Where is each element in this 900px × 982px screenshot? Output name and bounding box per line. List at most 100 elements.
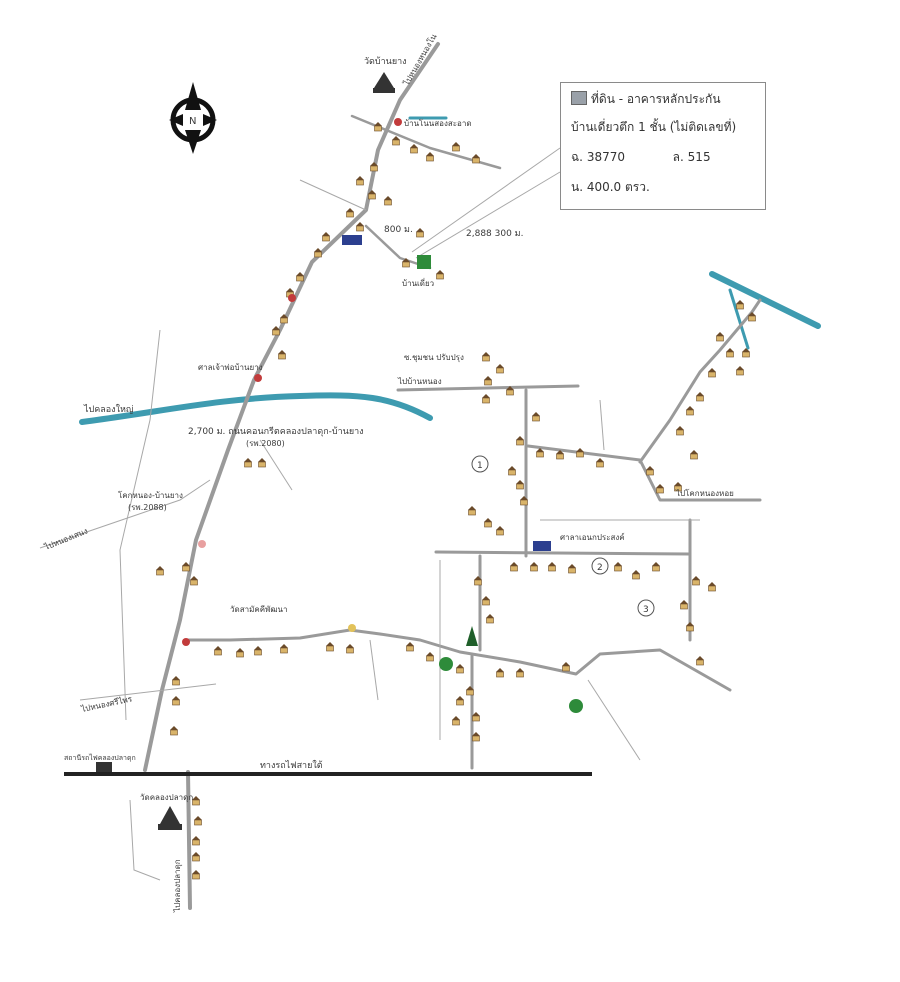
house-icon <box>614 562 622 572</box>
house-icon <box>280 644 288 654</box>
house-icon <box>192 796 200 806</box>
marker-yellow-icon <box>348 624 356 632</box>
label-road-note: 2,700 ม. ถนนคอนกรีตคลองปลาดุก-บ้านยาง <box>188 426 364 437</box>
house-icon <box>556 450 564 460</box>
house-icon <box>532 412 540 422</box>
label-temple-top: วัดบ้านยาง <box>364 56 407 67</box>
circle-number-3: 3 <box>637 599 655 617</box>
label-market: ศาลาเอนกประสงค์ <box>560 532 625 542</box>
house-icon <box>410 144 418 154</box>
label-shrine: ศาลเจ้าพ่อบ้านยาง <box>198 363 263 372</box>
house-icon <box>192 836 200 846</box>
thin-road-3 <box>79 683 217 701</box>
house-icon <box>172 676 180 686</box>
house-icon <box>194 816 202 826</box>
house-icon <box>696 392 704 402</box>
legend-swatch <box>571 91 587 105</box>
house-icon <box>484 376 492 386</box>
label-dist-800: 800 ม. <box>384 225 413 235</box>
thin-road-1 <box>119 329 161 721</box>
thin-road-8 <box>599 399 605 451</box>
house-icon <box>356 222 364 232</box>
house-icon <box>646 466 654 476</box>
house-icon <box>172 696 180 706</box>
road-mid-east <box>184 628 732 692</box>
legend-parcel-number: 515 <box>687 150 711 164</box>
house-icon <box>456 664 464 674</box>
label-road-note2: (รพ.2080) <box>246 439 285 448</box>
house-icon <box>482 394 490 404</box>
svg-text:1: 1 <box>477 461 483 471</box>
house-icon <box>280 314 288 324</box>
house-icon <box>674 482 682 492</box>
thin-road-2 <box>39 479 211 549</box>
school-blue-icon <box>342 235 362 245</box>
marker-red-2-icon <box>288 294 296 302</box>
house-icon <box>496 364 504 374</box>
road-east <box>526 444 762 502</box>
main-road <box>143 42 440 772</box>
legend-box: ที่ดิน - อาคารหลักประกัน บ้านเดี่ยวตึก 1… <box>560 82 766 210</box>
house-icon <box>472 732 480 742</box>
thin-road-4 <box>299 179 367 211</box>
house-icon <box>156 566 164 576</box>
house-icon <box>322 232 330 242</box>
canal-ne-branch <box>728 288 750 350</box>
house-icon <box>516 480 524 490</box>
house-icon <box>456 696 464 706</box>
label-station: สถานีรถไฟคลองปลาดุก <box>64 753 136 762</box>
thin-road-10 <box>369 639 379 701</box>
house-icon <box>486 614 494 624</box>
leader-line-1 <box>411 147 561 253</box>
subject-property-icon <box>417 255 431 269</box>
label-school-mid: วัดสามัคคีพัฒนา <box>230 605 288 614</box>
house-icon <box>748 312 756 322</box>
house-icon <box>726 348 734 358</box>
house-icon <box>254 646 262 656</box>
house-icon <box>192 870 200 880</box>
thin-road-9 <box>587 679 641 761</box>
legend-area: น. 400.0 ตรว. <box>571 180 650 194</box>
houses-layer <box>156 122 756 880</box>
house-icon <box>506 386 514 396</box>
green-landmark-2-icon <box>569 699 583 713</box>
house-icon <box>742 348 750 358</box>
house-icon <box>346 644 354 654</box>
house-icon <box>244 458 252 468</box>
house-icon <box>510 562 518 572</box>
temple-top-icon <box>373 72 395 93</box>
house-icon <box>426 152 434 162</box>
road-northeast-loop <box>638 298 762 464</box>
house-icon <box>258 458 266 468</box>
house-icon <box>472 712 480 722</box>
label-side-road: โคกหนอง-บ้านยาง <box>118 490 183 500</box>
house-icon <box>708 582 716 592</box>
house-icon <box>346 208 354 218</box>
marker-pink-icon <box>198 540 206 548</box>
house-icon <box>472 154 480 164</box>
label-ban-khong: บ้านโนนสองสะอาด <box>404 118 472 128</box>
house-icon <box>680 600 688 610</box>
house-icon <box>568 564 576 574</box>
road-center-horizontal <box>434 550 692 556</box>
label-canal-left: ไปคลองใหญ่ <box>83 404 134 415</box>
house-icon <box>708 368 716 378</box>
leader-line-2 <box>415 171 561 259</box>
house-icon <box>516 668 524 678</box>
legend-deed-label: ฉ. <box>571 150 583 164</box>
house-icon <box>686 622 694 632</box>
house-icon <box>482 352 490 362</box>
house-icon <box>474 576 482 586</box>
house-icon <box>516 436 524 446</box>
house-icon <box>520 496 528 506</box>
house-icon <box>466 686 474 696</box>
house-icon <box>496 526 504 536</box>
house-icon <box>686 406 694 416</box>
house-icon <box>182 562 190 572</box>
house-icon <box>236 648 244 658</box>
label-road-left1: ไปหนองเสนง <box>42 526 89 552</box>
house-icon <box>296 272 304 282</box>
legend-title: ที่ดิน - อาคารหลักประกัน <box>591 92 721 106</box>
label-railway: ทางรถไฟสายใต้ <box>260 760 323 771</box>
